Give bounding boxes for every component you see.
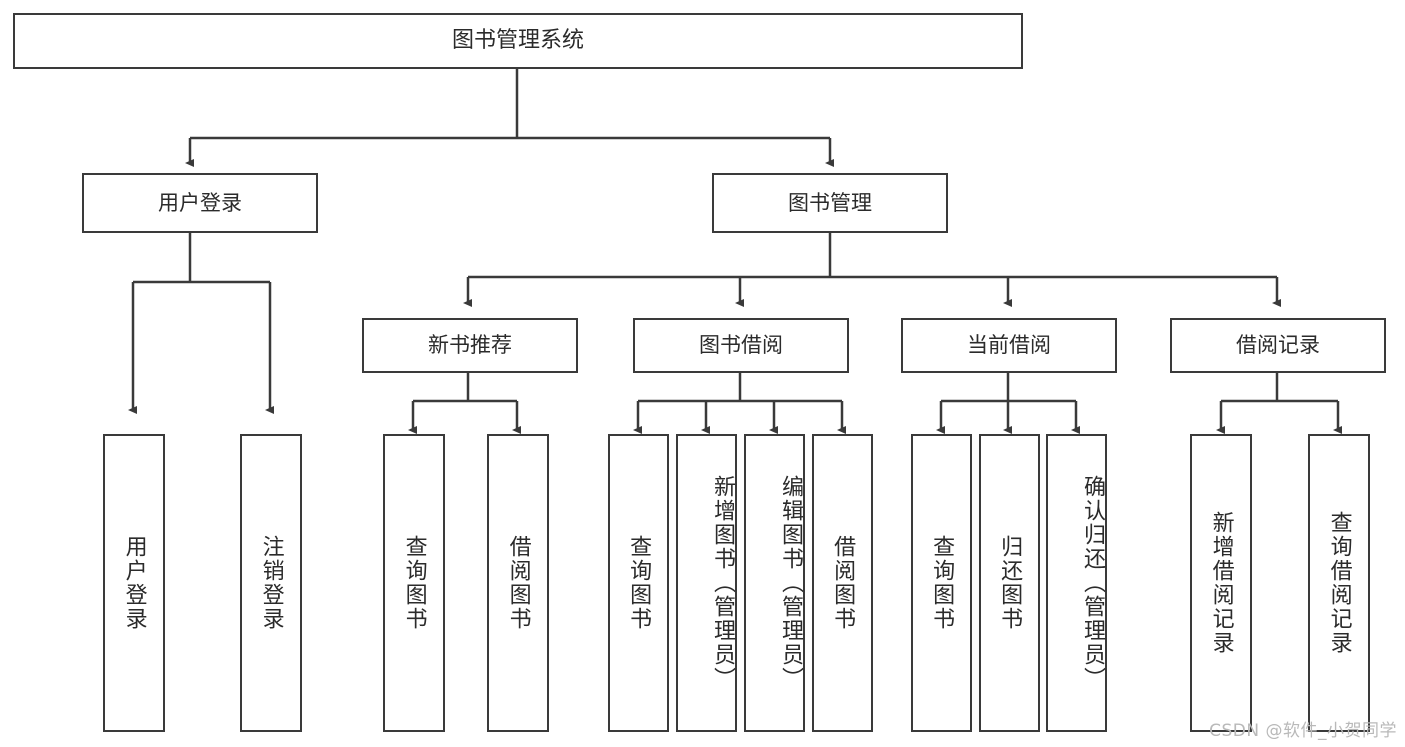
node-current-borrow[interactable]: 当前借阅	[901, 318, 1117, 373]
edge-group-current-borrow	[936, 373, 1080, 434]
leaf-user-login-logout[interactable]: 注销登录	[240, 434, 302, 732]
leaf-user-login-login[interactable]: 用户登录	[103, 434, 165, 732]
edge-group-book-borrow	[633, 373, 846, 434]
leaf-book-borrow-add[interactable]: 新增图书（管理员）	[676, 434, 737, 732]
node-user-login[interactable]: 用户登录	[82, 173, 318, 233]
edge-group-new-book	[408, 373, 521, 434]
edge-group-root	[185, 69, 834, 167]
edge-group-book-manage	[463, 233, 1281, 307]
node-root-system[interactable]: 图书管理系统	[13, 13, 1023, 69]
leaf-current-borrow-confirm-return[interactable]: 确认归还（管理员）	[1046, 434, 1107, 732]
edge-group-borrow-record	[1216, 373, 1342, 434]
leaf-current-borrow-return[interactable]: 归还图书	[979, 434, 1040, 732]
leaf-borrow-record-add[interactable]: 新增借阅记录	[1190, 434, 1252, 732]
node-new-book-recommend[interactable]: 新书推荐	[362, 318, 578, 373]
node-borrow-record[interactable]: 借阅记录	[1170, 318, 1386, 373]
leaf-current-borrow-query[interactable]: 查询图书	[911, 434, 972, 732]
edge-group-user-login	[128, 233, 274, 414]
leaf-book-borrow-edit[interactable]: 编辑图书（管理员）	[744, 434, 805, 732]
leaf-new-book-query[interactable]: 查询图书	[383, 434, 445, 732]
leaf-book-borrow-borrow[interactable]: 借阅图书	[812, 434, 873, 732]
leaf-book-borrow-query[interactable]: 查询图书	[608, 434, 669, 732]
node-book-management[interactable]: 图书管理	[712, 173, 948, 233]
watermark-text: CSDN @软件_小贺同学	[1209, 721, 1397, 741]
leaf-new-book-borrow[interactable]: 借阅图书	[487, 434, 549, 732]
node-book-borrow[interactable]: 图书借阅	[633, 318, 849, 373]
leaf-borrow-record-query[interactable]: 查询借阅记录	[1308, 434, 1370, 732]
